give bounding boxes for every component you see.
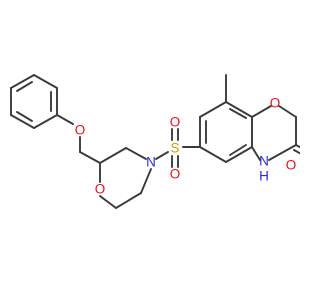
bond xyxy=(251,105,272,118)
bond xyxy=(293,149,300,155)
hydrogen-atom-amide: H xyxy=(259,169,269,184)
oxygen-atom-ring: O xyxy=(270,96,281,111)
bond-layer xyxy=(10,74,300,209)
bond xyxy=(199,146,227,163)
bond xyxy=(140,168,152,194)
bond xyxy=(79,151,101,164)
bond xyxy=(10,114,35,129)
nitrogen-atom-amide: N xyxy=(259,154,269,169)
bond xyxy=(199,101,227,118)
oxygen-atom-morpholine: O xyxy=(95,182,106,197)
bond xyxy=(268,144,297,161)
atom-layer: O O N H S O O N O O xyxy=(75,96,297,197)
bond xyxy=(33,74,58,89)
bond xyxy=(229,108,247,119)
bond xyxy=(229,144,247,156)
oxygen-atom-sulfonyl-top: O xyxy=(170,115,181,130)
bond xyxy=(16,111,33,122)
bond xyxy=(155,151,169,160)
sulfur-atom: S xyxy=(170,141,179,156)
nitrogen-atom-morpholine: N xyxy=(146,155,156,170)
bond xyxy=(225,101,253,118)
oxygen-atom-sulfonyl-bottom: O xyxy=(170,167,181,182)
oxygen-atom-carbonyl: O xyxy=(286,158,297,173)
oxygen-atom-ether: O xyxy=(75,123,86,138)
bond xyxy=(225,146,253,163)
structure-svg: O O N H S O O N O O xyxy=(10,74,300,209)
bond xyxy=(16,81,33,92)
bond xyxy=(56,114,74,125)
bond xyxy=(278,105,297,118)
bond xyxy=(99,147,127,164)
molecule-diagram: O O N H S O O N O O xyxy=(10,74,300,209)
bond xyxy=(125,147,147,160)
bond xyxy=(295,144,300,149)
bond xyxy=(115,192,142,209)
bond xyxy=(251,146,261,161)
bond xyxy=(33,114,58,129)
bond xyxy=(99,195,117,209)
bond xyxy=(10,74,35,89)
